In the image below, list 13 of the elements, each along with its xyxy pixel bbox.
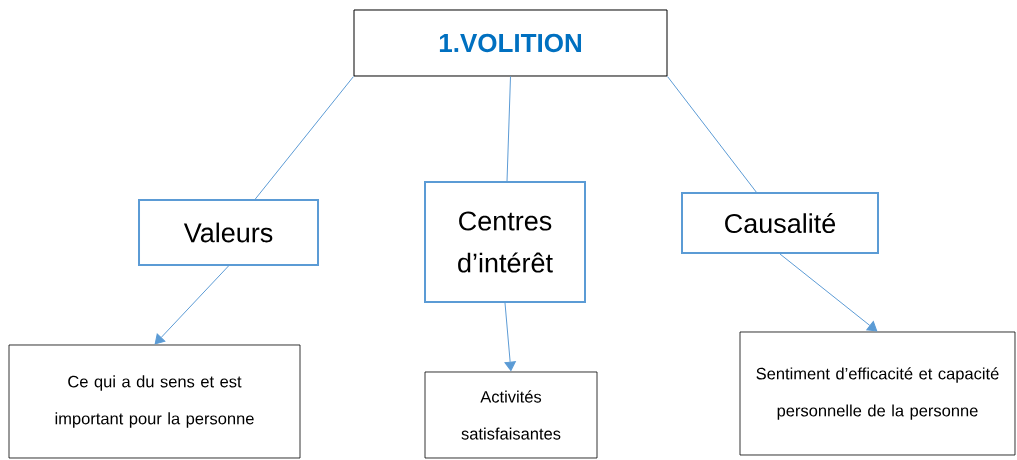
arrow — [504, 302, 516, 372]
description-box: Activités satisfaisantes — [424, 371, 598, 459]
category-box: Valeurs — [138, 199, 319, 266]
description-box: Sentiment d’efficacité et capacité personnelle de la personne — [739, 331, 1016, 456]
connector-line — [254, 76, 354, 200]
arrow — [779, 253, 878, 332]
description-box: Ce qui a du sens et est important pour la personne — [8, 344, 301, 459]
connector-line — [667, 76, 757, 193]
arrow — [154, 265, 229, 345]
category-box: Centres d’intérêt — [424, 181, 586, 303]
title-box: 1.VOLITION — [353, 9, 668, 77]
category-box: Causalité — [681, 192, 879, 254]
connector-line — [506, 76, 511, 182]
